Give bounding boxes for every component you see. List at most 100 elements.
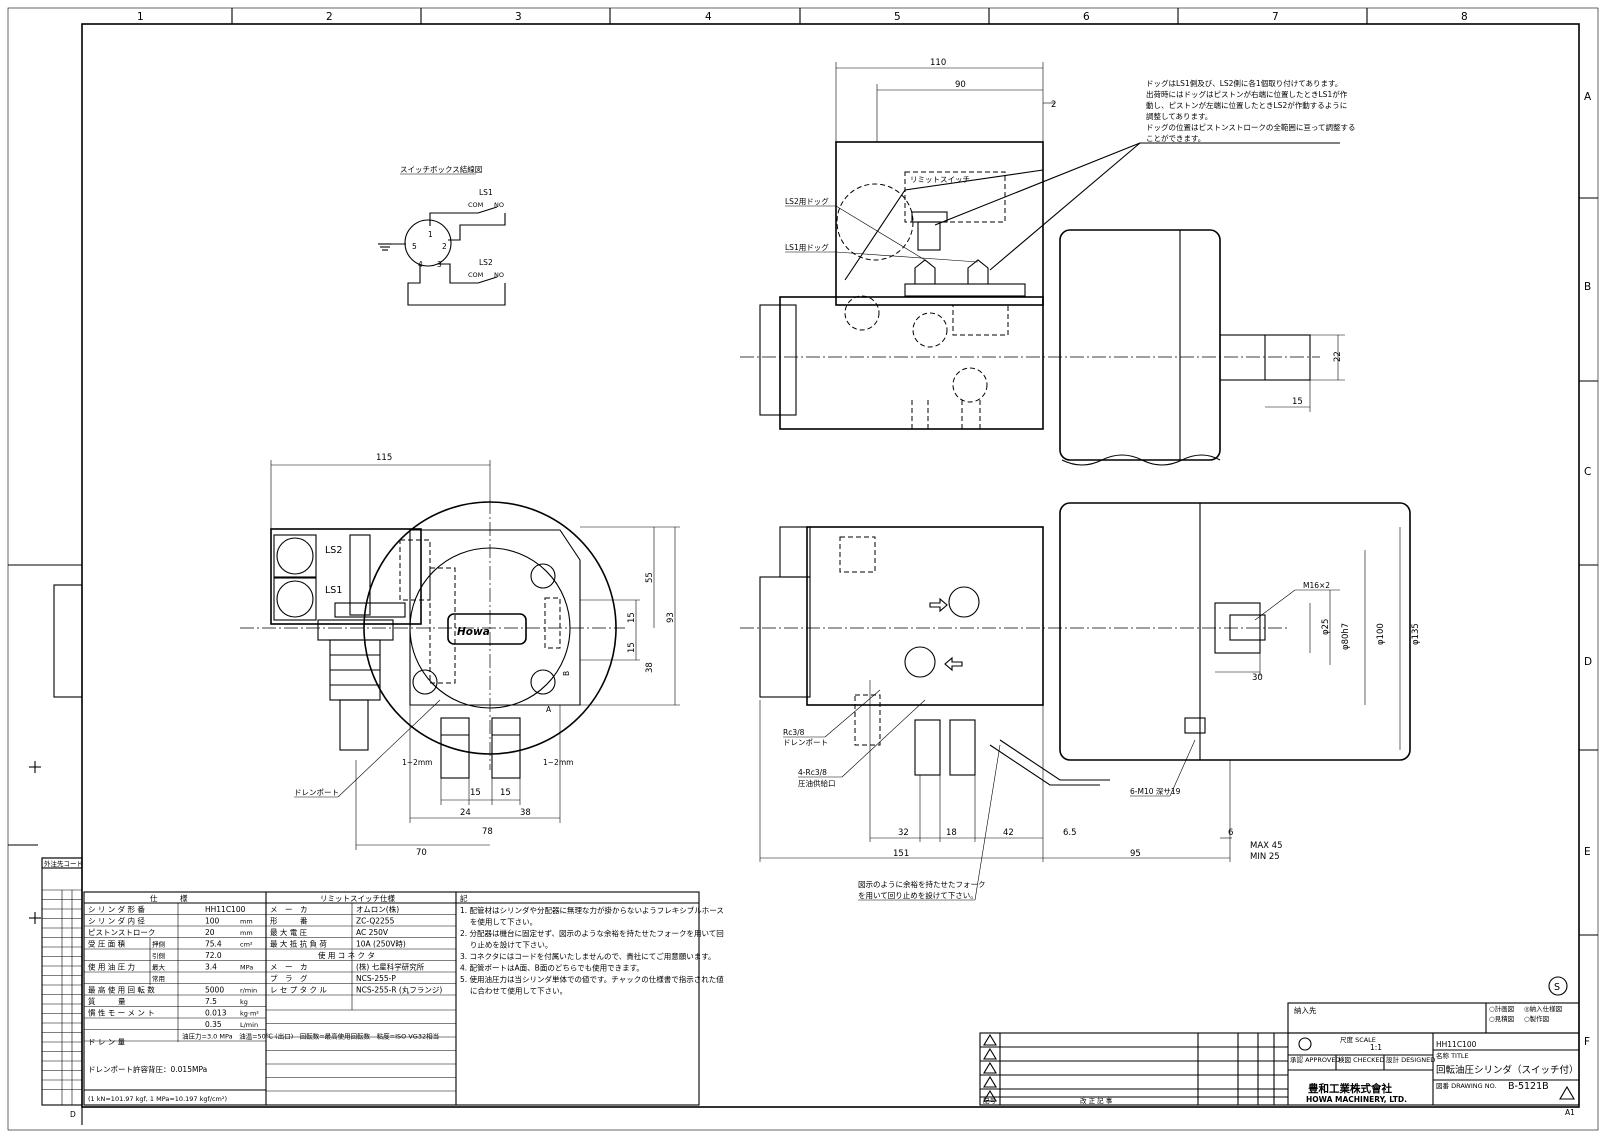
note-line: り止めを設けて下さい。 xyxy=(460,940,552,950)
drain-port-label: ドレンポート xyxy=(294,788,339,797)
limit-switch-label: リミットスイッチ xyxy=(910,175,970,184)
drawing-title: 回転油圧シリンダ（スイッチ付） xyxy=(1436,1064,1579,1076)
dim-78: 78 xyxy=(482,827,493,837)
svg-text:調整してあります。: 調整してあります。 xyxy=(1146,111,1212,121)
drain-pressure: ドレンポート許容背圧：0.015MPa xyxy=(88,1064,207,1074)
spec-label: 質 量 xyxy=(88,996,126,1006)
dim-15: 15 xyxy=(1292,397,1303,407)
gap-left-label: 1~2mm xyxy=(402,758,432,767)
grid-col-7: 7 xyxy=(1272,11,1279,23)
revision-strip: 外注先コード D xyxy=(41,857,83,1125)
crosshair-mark xyxy=(29,761,41,924)
s-mark xyxy=(1548,976,1568,996)
spec-value: 75.4 xyxy=(205,940,222,949)
com-label: COM xyxy=(468,201,483,209)
ls-label: 形 番 xyxy=(270,916,308,926)
dim-phi100: φ100 xyxy=(1376,623,1386,645)
connector-label: プ ラ グ xyxy=(270,973,308,983)
dim-110: 110 xyxy=(930,58,946,68)
ls-label: 最 大 電 圧 xyxy=(270,927,308,937)
note-line: 3. コネクタにはコードを付属いたしませんので、貴社にてご用意願います。 xyxy=(460,951,715,961)
connector-label: レ セ プ タ ク ル xyxy=(270,986,327,995)
grid-col-3: 3 xyxy=(515,11,522,23)
checked-label: 検図 CHECKED xyxy=(1338,1055,1385,1064)
connector-circle xyxy=(404,219,452,267)
note-line: 1. 配管材はシリンダや分配器に無理な力が掛からないようフレキシブルホース xyxy=(460,905,724,915)
spec-value: 0.35 xyxy=(205,1020,222,1029)
spec-unit: kg·m² xyxy=(240,1010,259,1018)
label-a: A xyxy=(546,705,552,714)
revision-triangle xyxy=(983,1047,997,1060)
grid-col-2: 2 xyxy=(326,11,333,23)
spec-sub: 引側 xyxy=(152,951,166,960)
spec-sub: 押側 xyxy=(152,940,166,949)
howa-logo-text: Howa xyxy=(457,626,490,638)
spec-label: ピストンストローク xyxy=(88,928,155,937)
revision-triangle xyxy=(983,1033,997,1046)
spec-value: 0.013 xyxy=(205,1009,227,1018)
grid-row-c: C xyxy=(1584,466,1591,478)
supply-port-label: 圧油供給口 xyxy=(798,778,836,788)
spec-label: ド レ ン 量 xyxy=(88,1038,126,1047)
ls1-label: LS1 xyxy=(479,188,493,197)
revision-triangle xyxy=(1559,1085,1575,1100)
destination-label: 納入先 xyxy=(1294,1005,1317,1015)
spec-unit: MPa xyxy=(240,964,253,972)
spec-value: 20 xyxy=(205,928,215,937)
dim-15b: 15 xyxy=(627,642,637,653)
note-line: 4. 配管ポートはA面、B面のどちらでも使用できます。 xyxy=(460,963,644,973)
title-block: 納入先 ○計画図 ◎納入仕様図 ○見積図 ○製作図 S 記号 改 正 記 事 尺… xyxy=(979,976,1580,1117)
note-rows: 1. 配管材はシリンダや分配器に無理な力が掛からないようフレキシブルホース を使… xyxy=(460,905,724,996)
grid-row-b: B xyxy=(1584,281,1591,293)
opt-delivery: ◎納入仕様図 xyxy=(1524,1004,1562,1013)
connector-title: 使 用 コ ネ ク タ xyxy=(318,950,375,960)
spec-sub: 最大 xyxy=(152,963,166,972)
dim-32: 32 xyxy=(898,828,909,838)
m16-label: M16×2 xyxy=(1303,581,1330,590)
grid-ticks xyxy=(231,8,1598,936)
company-en: HOWA MACHINERY, LTD. xyxy=(1306,1095,1407,1104)
svg-text:出荷時にはドッグはピストンが右端に位置したときLS1が作: 出荷時にはドッグはピストンが右端に位置したときLS1が作 xyxy=(1146,89,1348,99)
front-view: Howa LS2 LS1 1~2mm 1~2mm A B ドレンポート xyxy=(240,453,680,858)
spec-value: 油圧力=3.0 MPa 油温=50℃ (出口) 回転数=最高使用回転数 粘度=I… xyxy=(182,1032,439,1041)
grid-col-5: 5 xyxy=(894,11,901,23)
ls-value: ZC-Q2255 xyxy=(356,917,395,926)
scale-value: 1:1 xyxy=(1370,1043,1382,1052)
name-title-label: 名称 TITLE xyxy=(1436,1051,1469,1060)
pin-2: 2 xyxy=(442,242,447,251)
grid-row-a: A xyxy=(1584,91,1592,103)
note-line: を使用して下さい。 xyxy=(460,917,537,927)
dim-phi25: φ25 xyxy=(1321,619,1331,635)
ls1-switch-label: LS1 xyxy=(325,585,342,596)
projection-symbol xyxy=(1298,1037,1312,1051)
dim-55: 55 xyxy=(645,572,655,583)
scale-label: 尺度 SCALE xyxy=(1340,1035,1376,1044)
bottom-drain-port-label: ドレンポート xyxy=(783,738,828,747)
spec-label: 使 用 油 圧 力 xyxy=(88,962,135,972)
dim-93: 93 xyxy=(666,612,676,623)
label-b: B xyxy=(562,671,571,676)
svg-text:ドッグはLS1側及び、LS2側に各1個取り付けてあります。: ドッグはLS1側及び、LS2側に各1個取り付けてあります。 xyxy=(1146,78,1342,88)
bottom-d: D xyxy=(70,1110,76,1119)
grid-row-e: E xyxy=(1584,846,1591,858)
note-line: 5. 使用油圧力は当シリンダ単体での値です。チャックの仕様書で指示された値 xyxy=(460,974,724,984)
ls2-label: LS2 xyxy=(479,258,493,267)
dim-phi135: φ135 xyxy=(1411,623,1421,645)
dim-18: 18 xyxy=(946,828,957,838)
dim-min: MIN 25 xyxy=(1250,852,1280,862)
revision-triangle xyxy=(983,1061,997,1074)
header-note: 記 xyxy=(460,893,468,903)
spec-value: 72.0 xyxy=(205,951,222,960)
spec-label: 最 高 使 用 回 転 数 xyxy=(88,985,155,995)
s-mark-text: S xyxy=(1554,982,1560,993)
grid-row-d: D xyxy=(1584,656,1592,668)
ls-label: メ ー カ xyxy=(270,905,308,914)
bottom-view: Rc3/8 ドレンポート 4-Rc3/8 圧油供給口 M16×2 6-M10 深… xyxy=(740,502,1421,901)
header-spec: 仕 様 xyxy=(150,893,188,903)
fork-note-1: 図示のように余裕を持たせたフォーク xyxy=(858,879,986,889)
no-label: NO xyxy=(494,201,504,209)
